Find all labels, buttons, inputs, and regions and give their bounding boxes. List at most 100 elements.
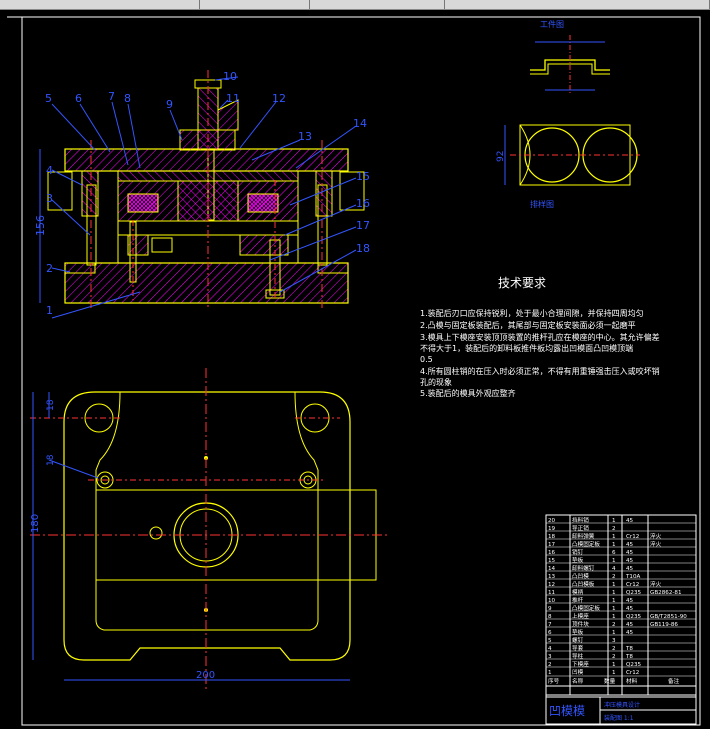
workpiece-view: 工件图 bbox=[530, 19, 610, 95]
upper-lug-left bbox=[47, 171, 73, 211]
svg-text:18: 18 bbox=[548, 534, 556, 540]
svg-text:凸凹模板: 凸凹模板 bbox=[572, 580, 595, 588]
callout-14: 14 bbox=[353, 117, 367, 130]
tech-lines: 1.装配后刃口应保持锐利，处于最小合理间隙，并保持四周均匀 2.凸模与固定板装配… bbox=[420, 308, 660, 398]
callout-17: 17 bbox=[356, 219, 370, 232]
dim-92-text: 92 bbox=[496, 151, 506, 162]
spring-block-right bbox=[247, 193, 279, 213]
svg-text:19: 19 bbox=[548, 526, 556, 532]
svg-text:1: 1 bbox=[612, 670, 616, 676]
svg-text:T8: T8 bbox=[625, 654, 633, 660]
dim-156-text: 156 bbox=[34, 215, 47, 236]
svg-text:凸模固定板: 凸模固定板 bbox=[572, 540, 600, 548]
leader-lines bbox=[51, 76, 357, 319]
svg-text:11: 11 bbox=[548, 590, 556, 596]
stripper-left bbox=[151, 237, 173, 253]
dimension-156: 156 bbox=[34, 149, 47, 303]
svg-text:1: 1 bbox=[548, 670, 552, 676]
application-toolbar bbox=[0, 0, 710, 10]
svg-text:2: 2 bbox=[612, 622, 616, 628]
drawing-border bbox=[21, 16, 701, 726]
callout-5: 5 bbox=[45, 92, 52, 105]
bom-frame bbox=[545, 514, 697, 696]
svg-text:淬火: 淬火 bbox=[650, 540, 662, 548]
svg-text:4: 4 bbox=[548, 646, 552, 652]
tech-line: 4.所有圆柱销的在压入时必须正常，不得有用重锤强击压入或咬坏销 bbox=[420, 366, 660, 376]
svg-text:7: 7 bbox=[548, 622, 552, 628]
callout-10: 10 bbox=[223, 70, 237, 83]
cad-drawing-canvas[interactable]: 10 11 5 6 7 8 9 12 13 14 4 3 15 16 17 2 … bbox=[0, 10, 710, 729]
svg-text:1: 1 bbox=[612, 534, 616, 540]
svg-text:45: 45 bbox=[626, 542, 634, 548]
layout-label: 排样图 bbox=[530, 199, 554, 209]
svg-text:螺钉: 螺钉 bbox=[572, 636, 584, 644]
svg-text:45: 45 bbox=[626, 630, 634, 636]
svg-text:15: 15 bbox=[548, 558, 556, 564]
svg-text:3: 3 bbox=[612, 638, 616, 644]
svg-text:序号: 序号 bbox=[548, 677, 560, 685]
dim-18-left-text: 18 bbox=[46, 454, 56, 466]
callout-2: 2 bbox=[46, 262, 53, 275]
svg-text:Q235: Q235 bbox=[626, 590, 642, 596]
svg-text:Q235: Q235 bbox=[626, 662, 642, 668]
tech-line: 1.装配后刃口应保持锐利，处于最小合理间隙，并保持四周均匀 bbox=[420, 308, 644, 318]
svg-text:导正销: 导正销 bbox=[572, 524, 589, 532]
svg-text:45: 45 bbox=[626, 566, 634, 572]
toolbar-segment[interactable] bbox=[200, 0, 310, 9]
svg-text:45: 45 bbox=[626, 518, 634, 524]
svg-text:1: 1 bbox=[612, 518, 616, 524]
svg-text:1: 1 bbox=[612, 614, 616, 620]
tech-line: 0.5 bbox=[420, 355, 433, 364]
svg-text:上模座: 上模座 bbox=[572, 612, 589, 620]
svg-text:4: 4 bbox=[612, 566, 616, 572]
upper-die-base bbox=[64, 148, 349, 172]
svg-text:凸模固定板: 凸模固定板 bbox=[572, 604, 600, 612]
svg-text:17: 17 bbox=[548, 542, 556, 548]
toolbar-segment[interactable] bbox=[0, 0, 200, 9]
svg-text:1: 1 bbox=[612, 606, 616, 612]
title-block bbox=[545, 685, 697, 725]
guide-hole-left bbox=[84, 403, 114, 433]
callout-6: 6 bbox=[75, 92, 82, 105]
svg-text:1: 1 bbox=[612, 542, 616, 548]
lower-block-right bbox=[239, 234, 289, 256]
svg-text:GB119-86: GB119-86 bbox=[650, 622, 678, 628]
callout-16: 16 bbox=[356, 197, 370, 210]
svg-text:2: 2 bbox=[612, 526, 616, 532]
svg-text:45: 45 bbox=[626, 558, 634, 564]
callout-15: 15 bbox=[356, 170, 370, 183]
svg-text:Cr12: Cr12 bbox=[626, 670, 639, 676]
svg-text:垫板: 垫板 bbox=[572, 556, 584, 564]
svg-text:Cr12: Cr12 bbox=[626, 582, 639, 588]
tech-title: 技术要求 bbox=[498, 276, 546, 290]
svg-text:导柱: 导柱 bbox=[572, 652, 584, 660]
svg-text:推杆: 推杆 bbox=[572, 596, 584, 604]
bom-row-lines bbox=[546, 514, 696, 677]
title-block-name: 凹模模 bbox=[549, 704, 585, 718]
dim-18-top-text: 18 bbox=[46, 399, 56, 411]
tech-line: 不得大于1，装配后的卸料板推件板均露出凹模面凸凹模顶端 bbox=[420, 343, 633, 353]
toolbar-segment[interactable] bbox=[445, 0, 710, 9]
callout-18: 18 bbox=[356, 242, 370, 255]
plan-inner-outline bbox=[95, 391, 319, 631]
svg-text:16: 16 bbox=[548, 550, 556, 556]
leader-line bbox=[48, 459, 99, 479]
toolbar-segment[interactable] bbox=[310, 0, 445, 9]
plan-outline bbox=[63, 391, 351, 661]
lower-die-base bbox=[64, 262, 349, 304]
callout-13: 13 bbox=[298, 130, 312, 143]
table-row: 17 凸模固定板 1 45 淬火 bbox=[548, 540, 662, 548]
svg-text:45: 45 bbox=[626, 622, 634, 628]
